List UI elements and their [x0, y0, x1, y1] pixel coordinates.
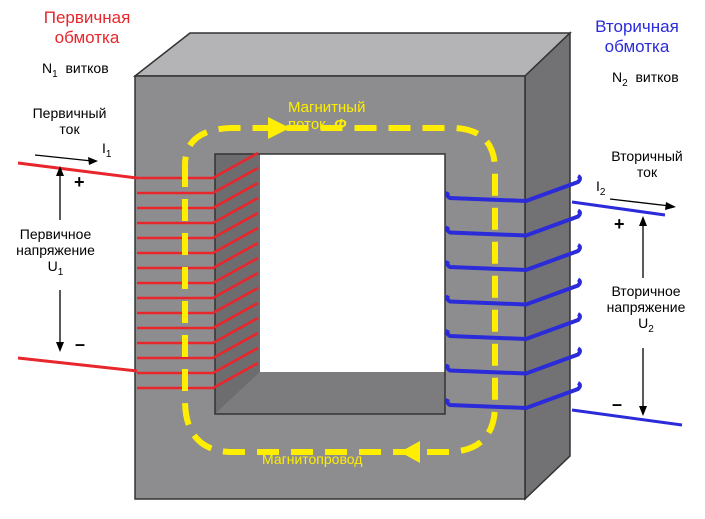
- core-window-back-bottom: [215, 372, 445, 414]
- primary-turn: [137, 301, 259, 330]
- secondary-turn: [445, 208, 582, 238]
- primary-plus-sign: +: [74, 172, 85, 192]
- secondary-voltage-arrowhead-up: [639, 216, 647, 226]
- primary-turn: [137, 271, 259, 300]
- secondary-turn: [445, 277, 582, 307]
- primary-voltage-label: Первичное напряжение U1: [16, 226, 95, 278]
- primary-turn: [137, 256, 259, 285]
- primary-turn: [137, 166, 259, 195]
- primary-turn: [137, 226, 259, 255]
- primary-turn: [137, 211, 259, 240]
- secondary-plus-sign: +: [614, 214, 625, 234]
- primary-current-symbol: I1: [102, 140, 112, 160]
- primary-turn: [137, 241, 259, 270]
- primary-turn: [137, 361, 259, 390]
- secondary-current-label: Вторичный ток: [611, 148, 683, 181]
- secondary-voltage-label: Вторичное напряжение U2: [606, 283, 686, 335]
- primary-turn: [137, 346, 259, 375]
- primary-turn: [137, 151, 259, 180]
- primary-voltage-arrowhead-down: [56, 342, 64, 352]
- primary-winding-title: Первичная обмотка: [37, 8, 137, 47]
- primary-turn: [137, 316, 259, 345]
- secondary-turn: [445, 312, 582, 342]
- primary-current-label: Первичный ток: [32, 105, 107, 138]
- secondary-winding: [445, 174, 582, 411]
- secondary-title-line1: Вторичная: [595, 17, 679, 36]
- core-top-face: [132, 32, 572, 77]
- primary-title-line2: обмотка: [54, 27, 120, 47]
- secondary-title-line2: обмотка: [604, 36, 670, 56]
- secondary-turn: [445, 243, 582, 273]
- flux-label: Магнитный поток, Φ: [288, 99, 366, 133]
- primary-turn: [137, 331, 259, 360]
- primary-minus-sign: –: [75, 334, 86, 354]
- secondary-winding-title: Вторичная обмотка: [578, 17, 696, 56]
- primary-winding: [137, 151, 259, 390]
- primary-lead-bottom: [17, 356, 138, 373]
- primary-turn: [137, 286, 259, 315]
- secondary-turn: [445, 381, 582, 411]
- core-label: Магнитопровод: [262, 451, 363, 467]
- secondary-current-arrowhead: [665, 202, 676, 210]
- primary-lead-top: [17, 161, 138, 180]
- flux-arrow-bottom: [400, 441, 420, 463]
- secondary-lead-top: [571, 200, 666, 217]
- primary-turns-label: N1 витков: [42, 60, 109, 80]
- secondary-turn: [445, 174, 582, 204]
- primary-current-arrowhead: [88, 157, 98, 165]
- core-window-outline: [214, 153, 446, 415]
- primary-current-arrow: [34, 154, 93, 162]
- primary-turn: [137, 181, 259, 210]
- flux-path: [182, 125, 498, 455]
- secondary-voltage-arrowhead-down: [639, 406, 647, 416]
- primary-voltage-arrowhead-up: [56, 166, 64, 176]
- secondary-minus-sign: –: [612, 394, 623, 414]
- secondary-turns-label: N2 витков: [612, 69, 679, 89]
- secondary-current-symbol: I2: [596, 178, 606, 198]
- primary-turn: [137, 196, 259, 225]
- primary-title-line1: Первичная: [43, 8, 131, 27]
- secondary-current-arrow: [609, 198, 671, 207]
- core-window: [260, 154, 445, 372]
- secondary-lead-bottom: [571, 408, 683, 427]
- flux-arrow-top: [268, 117, 290, 139]
- secondary-turn: [445, 346, 582, 376]
